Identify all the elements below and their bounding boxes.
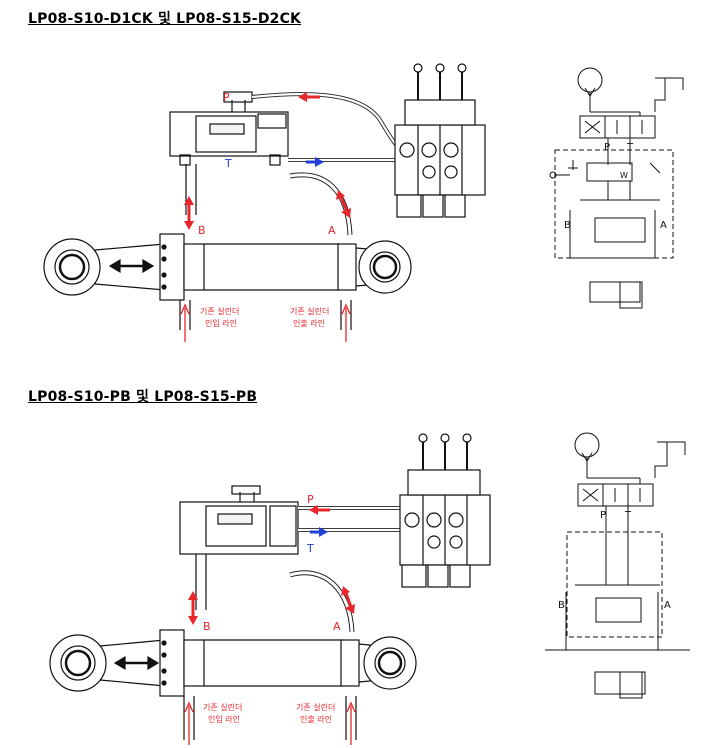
section1-schematic xyxy=(549,67,684,309)
inlet-label-line1: 기존 실린더 xyxy=(200,306,239,316)
schematic-p-2: P xyxy=(600,510,606,521)
label-a: A xyxy=(328,224,336,237)
stroke-direction-arrow xyxy=(108,258,155,274)
schematic-b-2: B xyxy=(558,600,565,611)
label-p: P xyxy=(223,91,230,104)
schematic-w: W xyxy=(620,171,628,180)
lock-valve-block xyxy=(169,91,289,215)
section1-labels: P T B A 기존 실린더 인입 라인 기존 실린더 인출 라인 xyxy=(198,91,336,328)
label-t: T xyxy=(224,157,232,170)
section1-flow-arrows xyxy=(180,92,351,342)
inlet-label-line1-2: 기존 실린더 xyxy=(203,702,242,712)
schematic-b: B xyxy=(564,220,571,231)
inlet-label-line2-2: 인입 라인 xyxy=(208,714,240,724)
lock-valve-block-2 xyxy=(179,485,299,610)
section2-schematic xyxy=(545,432,690,699)
hoses-2 xyxy=(289,506,400,633)
schematic-t-2: T xyxy=(624,510,632,521)
section2-labels: P T B A 기존 실린더 인입 라인 기존 실린더 인출 라인 xyxy=(203,493,341,724)
section1-schematic-labels: P T B A W xyxy=(564,142,667,231)
outlet-label-line2-2: 인출 라인 xyxy=(300,714,332,724)
label-p-2: P xyxy=(307,493,314,506)
section2-schematic-labels: P T B A xyxy=(558,510,671,611)
inlet-label-line2: 인입 라인 xyxy=(205,318,237,328)
section1-title: LP08-S10-D1CK 및 LP08-S15-D2CK xyxy=(28,11,302,27)
cylinder-2 xyxy=(49,629,417,740)
label-b: B xyxy=(198,224,206,237)
cylinder-1 xyxy=(43,233,412,330)
label-a-2: A xyxy=(333,620,341,633)
schematic-p: P xyxy=(604,142,610,153)
stroke-direction-arrow-2 xyxy=(113,655,160,671)
label-t-2: T xyxy=(306,542,314,555)
outlet-label-line1-2: 기존 실린더 xyxy=(296,702,335,712)
section2-title: LP08-S10-PB 및 LP08-S15-PB xyxy=(28,389,258,405)
directional-valve-2 xyxy=(399,433,491,588)
outlet-label-line2: 인출 라인 xyxy=(293,318,325,328)
schematic-t: T xyxy=(626,142,634,153)
schematic-a-2: A xyxy=(664,600,671,611)
outlet-label-line1: 기존 실린더 xyxy=(290,306,329,316)
directional-valve-1 xyxy=(394,63,486,218)
schematic-a: A xyxy=(660,220,667,231)
label-b-2: B xyxy=(203,620,211,633)
section2-assembly xyxy=(49,433,491,740)
section2-flow-arrows xyxy=(184,505,356,745)
section1-assembly xyxy=(43,63,486,330)
